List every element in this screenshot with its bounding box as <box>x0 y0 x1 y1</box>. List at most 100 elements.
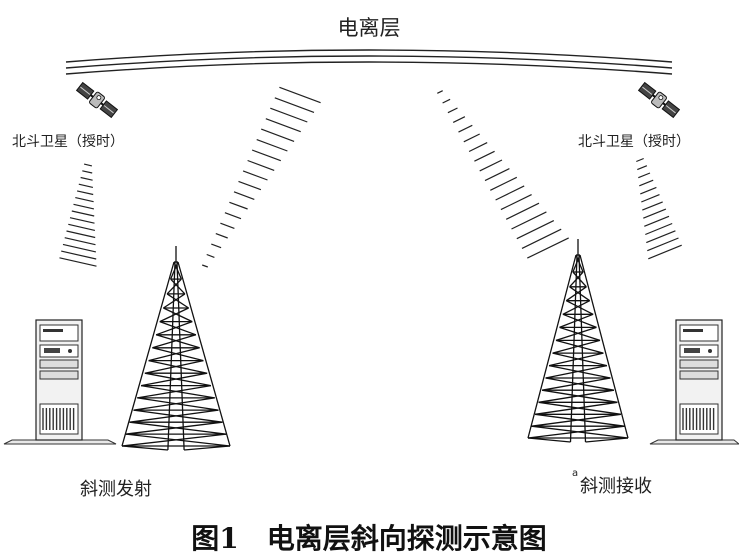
wave-dash <box>251 149 282 162</box>
wave-dash <box>642 201 663 211</box>
wave-dash <box>279 86 321 104</box>
wave-dash <box>643 208 667 219</box>
wave-dash <box>224 212 242 220</box>
tower-leg <box>527 254 577 439</box>
tower-brace <box>531 413 621 427</box>
wave-dash <box>641 194 660 203</box>
wave-dash <box>516 220 555 240</box>
wave-dash <box>479 159 503 172</box>
tower-brace <box>166 278 182 295</box>
receive-marker: a <box>572 468 578 479</box>
tower-brace <box>133 397 215 411</box>
wave-dash <box>69 217 95 224</box>
wave-dash <box>73 203 95 210</box>
ionosphere-layer <box>65 49 673 75</box>
tower-brace <box>548 352 604 367</box>
wave-dash <box>495 185 525 201</box>
timing-signal-left <box>59 163 97 267</box>
tower-brace <box>129 409 219 423</box>
satellite-left-label: 北斗卫星（授时） <box>12 134 124 150</box>
sky-wave-up <box>201 86 321 268</box>
ionosphere-label: 电离层 <box>338 16 401 40</box>
wave-dash <box>83 163 93 167</box>
wave-dash <box>247 159 275 171</box>
tower-brace <box>559 313 594 329</box>
wave-dash <box>82 170 93 174</box>
wave-dash <box>265 118 301 133</box>
wave-dash <box>242 170 268 181</box>
tower-brace <box>159 320 197 336</box>
wave-dash <box>64 237 96 246</box>
tower-brace <box>527 425 625 439</box>
tower-brace <box>559 326 601 342</box>
wave-dash <box>500 194 532 211</box>
tower-brace <box>152 334 197 349</box>
tower-brace <box>148 359 208 374</box>
wave-dash <box>68 223 96 231</box>
tower-brace <box>173 261 182 280</box>
tower-brace <box>565 286 587 302</box>
wave-dash <box>233 191 255 200</box>
tower-brace <box>166 293 189 309</box>
wave-dash <box>447 107 458 114</box>
tower-brace <box>159 307 189 323</box>
wave-dash <box>637 165 648 171</box>
tower-brace <box>572 271 587 288</box>
tower-brace <box>170 278 186 295</box>
wave-dash <box>474 150 495 162</box>
wave-dash <box>452 116 466 123</box>
tower-brace <box>155 334 200 349</box>
wave-dash <box>490 176 518 191</box>
tower-brace <box>140 372 208 387</box>
tower-leg <box>177 261 231 447</box>
wave-dash <box>229 201 248 210</box>
transmit-label: 斜测发射 <box>80 479 152 500</box>
wave-dash <box>484 168 510 182</box>
tower-brace <box>144 372 212 387</box>
wave-dash <box>59 257 97 267</box>
tower-brace <box>569 286 591 302</box>
wave-dash <box>505 202 540 220</box>
wave-dash <box>61 250 97 260</box>
server-right-icon <box>649 319 739 445</box>
wave-dash <box>639 179 654 187</box>
wave-dash <box>211 243 222 249</box>
tower-brace <box>125 421 223 435</box>
tower-brace <box>548 364 611 379</box>
tower-leg <box>579 254 629 439</box>
tower-brace <box>572 254 581 273</box>
wave-dash <box>442 98 451 104</box>
timing-signal-right <box>636 157 682 260</box>
tower-brace <box>137 384 212 399</box>
wave-dash <box>66 230 96 239</box>
tower-brace <box>538 389 615 403</box>
figure-caption: 图1 电离层斜向探测示意图 <box>191 522 546 555</box>
wave-dash <box>636 157 644 163</box>
tower-base <box>527 437 571 443</box>
sky-wave-down <box>437 90 569 259</box>
transmit-tower-icon <box>121 246 231 451</box>
wave-dash <box>62 243 97 253</box>
wave-dash <box>646 230 676 244</box>
tower-brace <box>566 300 594 315</box>
tower-brace <box>552 339 601 354</box>
wave-dash <box>238 180 262 191</box>
wave-dash <box>511 211 547 230</box>
wave-dash <box>645 222 673 236</box>
tower-brace <box>562 300 590 315</box>
tower-brace <box>545 364 608 379</box>
tower-brace <box>555 326 597 342</box>
tower-base <box>184 445 231 451</box>
wave-dash <box>201 264 209 268</box>
wave-dash <box>521 228 562 249</box>
tower-brace <box>555 339 604 354</box>
wave-dash <box>437 90 443 94</box>
wave-dash <box>80 176 93 181</box>
tower-brace <box>121 433 227 447</box>
wave-dash <box>274 97 315 113</box>
wave-dash <box>468 142 488 153</box>
satellite-left-icon <box>75 81 119 119</box>
wave-dash <box>71 210 95 217</box>
tower-brace <box>535 401 618 415</box>
